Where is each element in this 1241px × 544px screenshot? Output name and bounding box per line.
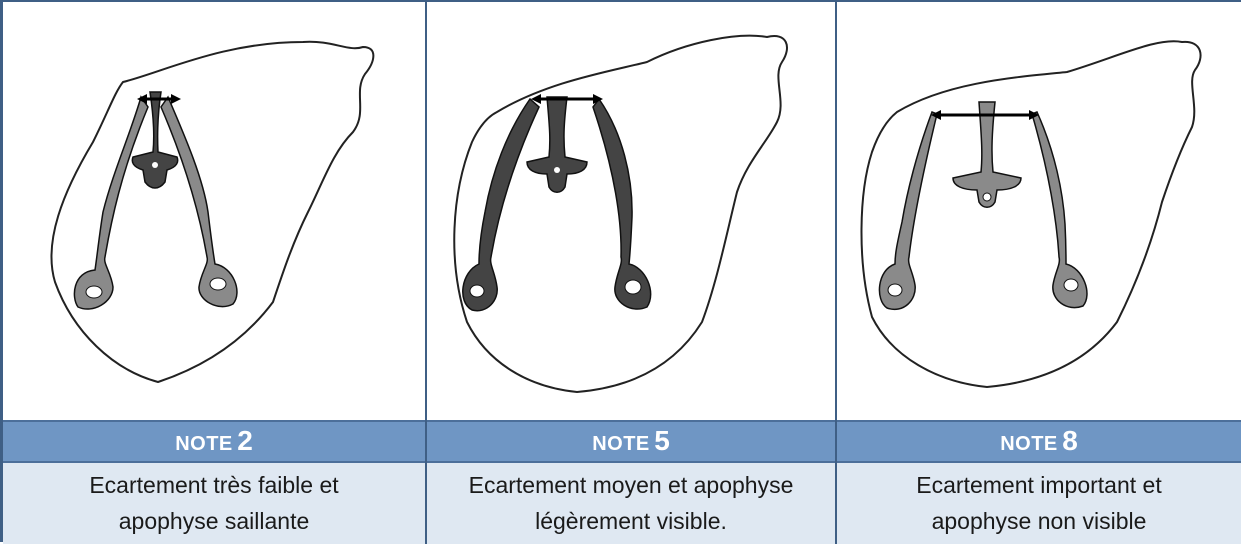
note-column-2: NOTE 2 Ecartement très faible et apophys… bbox=[3, 2, 427, 544]
note-description: Ecartement très faible et apophyse saill… bbox=[3, 463, 425, 544]
note-label: NOTE bbox=[592, 433, 650, 455]
description-line: légèrement visible. bbox=[427, 503, 835, 539]
note-header: NOTE 8 bbox=[837, 420, 1241, 463]
description-line: Ecartement important et bbox=[837, 467, 1241, 503]
drawing-cell bbox=[3, 2, 425, 420]
note-column-8: NOTE 8 Ecartement important et apophyse … bbox=[837, 2, 1241, 544]
description-line: apophyse non visible bbox=[837, 503, 1241, 539]
note-label: NOTE bbox=[1000, 433, 1058, 455]
note-column-5: NOTE 5 Ecartement moyen et apophyse légè… bbox=[427, 2, 837, 544]
pelvis-drawing-note-2-icon bbox=[3, 2, 425, 420]
note-value: 8 bbox=[1062, 425, 1078, 456]
note-label: NOTE bbox=[175, 433, 233, 455]
description-line: Ecartement moyen et apophyse bbox=[427, 467, 835, 503]
note-description: Ecartement moyen et apophyse légèrement … bbox=[427, 463, 835, 544]
note-description: Ecartement important et apophyse non vis… bbox=[837, 463, 1241, 544]
note-header: NOTE 2 bbox=[3, 420, 425, 463]
description-line: apophyse saillante bbox=[3, 503, 425, 539]
pelvis-drawing-note-5-icon bbox=[427, 2, 835, 420]
drawing-cell bbox=[837, 2, 1241, 420]
pelvis-drawing-note-8-icon bbox=[837, 2, 1241, 420]
note-value: 2 bbox=[237, 425, 253, 456]
note-value: 5 bbox=[654, 425, 670, 456]
note-header: NOTE 5 bbox=[427, 420, 835, 463]
drawing-cell bbox=[427, 2, 835, 420]
description-line: Ecartement très faible et bbox=[3, 467, 425, 503]
